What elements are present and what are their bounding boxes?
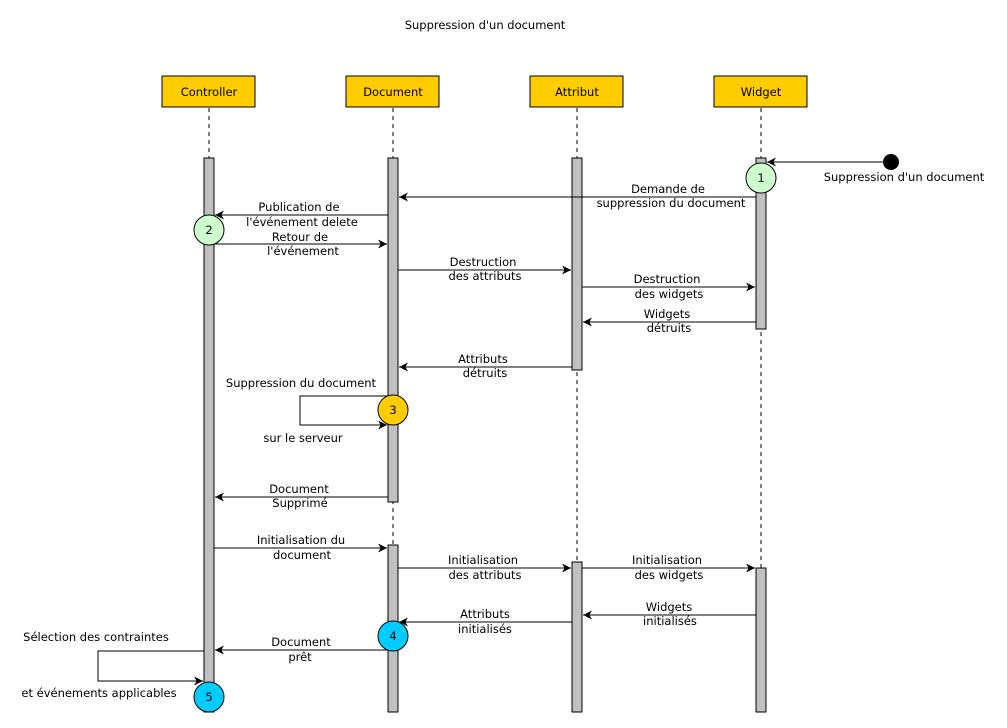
- message-label: des attributs: [448, 568, 521, 582]
- widget-activation-2: [755, 567, 767, 713]
- message-destruction-widgets: Destruction des widgets: [582, 272, 755, 301]
- message-label: Supprimé: [272, 496, 327, 510]
- message-label: prêt: [288, 650, 312, 664]
- document-activation-1: [387, 157, 399, 503]
- message-demande-suppression: Demande de suppression du document: [399, 182, 756, 210]
- step-marker-5: 5: [193, 681, 225, 713]
- actor-document-label: Document: [363, 85, 423, 99]
- widget-activation-1: [755, 157, 767, 330]
- step-marker-2-circle: [193, 214, 225, 246]
- step-marker-1: 1: [745, 162, 777, 194]
- message-label: Initialisation du: [257, 533, 345, 547]
- message-label: l'événement delete: [246, 215, 358, 229]
- message-label: Destruction: [450, 255, 517, 269]
- step-marker-5-circle: [193, 681, 225, 713]
- step-marker-5-label: 5: [205, 690, 212, 704]
- actor-attribut-label: Attribut: [555, 85, 599, 99]
- message-label: document: [273, 548, 332, 562]
- start-label: Suppression d'un document: [824, 170, 985, 184]
- message-label: Attributs: [460, 607, 510, 621]
- step-marker-3: 3: [377, 394, 409, 426]
- actor-document: Document: [345, 75, 440, 108]
- self-message-label: sur le serveur: [263, 431, 343, 445]
- self-message-suppression-serveur: Suppression du document sur le serveur: [226, 376, 388, 445]
- message-label: détruits: [463, 366, 508, 380]
- message-label: Destruction: [634, 272, 701, 286]
- self-message-label: et événements applicables: [21, 686, 176, 700]
- step-marker-4-circle: [377, 620, 409, 652]
- message-label: Retour de: [272, 230, 328, 244]
- message-label: initialisés: [458, 622, 512, 636]
- actor-attribut: Attribut: [529, 75, 624, 108]
- message-label: détruits: [647, 321, 692, 335]
- step-marker-4-label: 4: [389, 629, 396, 643]
- message-destruction-attributs: Destruction des attributs: [398, 255, 571, 283]
- message-initialisation-document: Initialisation du document: [214, 533, 387, 562]
- message-label: des widgets: [635, 568, 704, 582]
- step-marker-3-circle: [377, 394, 409, 426]
- step-marker-4: 4: [377, 620, 409, 652]
- message-label: Publication de: [258, 200, 339, 214]
- message-initialisation-attributs: Initialisation des attributs: [398, 553, 571, 582]
- message-label: Widgets: [644, 307, 691, 321]
- step-marker-1-label: 1: [757, 171, 764, 185]
- self-message-selection-contraintes: Sélection des contraintes et événements …: [21, 630, 204, 700]
- message-label: Widgets: [646, 600, 693, 614]
- start-point: [883, 154, 899, 170]
- step-marker-3-label: 3: [389, 403, 396, 417]
- message-label: l'événement: [267, 244, 339, 258]
- message-publication-evenement: Publication de l'événement delete: [215, 200, 388, 229]
- self-message-label: Suppression du document: [226, 376, 377, 390]
- message-attributs-initialises: Attributs initialisés: [399, 607, 572, 636]
- attribut-activation-2: [571, 561, 583, 713]
- message-label: des attributs: [448, 269, 521, 283]
- message-retour-evenement: Retour de l'événement: [214, 230, 387, 258]
- actor-widget: Widget: [713, 75, 808, 108]
- actor-widget-label: Widget: [741, 85, 782, 99]
- message-label: Initialisation: [448, 553, 518, 567]
- message-document-supprime: Document Supprimé: [215, 482, 388, 510]
- message-label: Attributs: [458, 352, 508, 366]
- actor-controller-label: Controller: [181, 85, 238, 99]
- step-marker-2-label: 2: [205, 223, 212, 237]
- message-label: suppression du document: [597, 196, 746, 210]
- message-label: des widgets: [635, 287, 704, 301]
- message-label: Demande de: [631, 182, 705, 196]
- message-initialisation-widgets: Initialisation des widgets: [582, 553, 755, 582]
- attribut-activation-1: [571, 157, 583, 371]
- actor-controller: Controller: [161, 75, 256, 108]
- message-widgets-initialises: Widgets initialisés: [583, 600, 756, 628]
- message-label: Document: [271, 635, 331, 649]
- message-document-pret: Document prêt: [215, 635, 388, 664]
- diagram-title: Suppression d'un document: [405, 18, 566, 32]
- message-widgets-detruits: Widgets détruits: [583, 307, 756, 335]
- message-label: Initialisation: [632, 553, 702, 567]
- step-marker-1-circle: [745, 162, 777, 194]
- step-marker-2: 2: [193, 214, 225, 246]
- message-attributs-detruits: Attributs détruits: [399, 352, 572, 380]
- message-label: Document: [269, 482, 329, 496]
- self-message-label: Sélection des contraintes: [23, 630, 169, 644]
- message-label: initialisés: [643, 614, 697, 628]
